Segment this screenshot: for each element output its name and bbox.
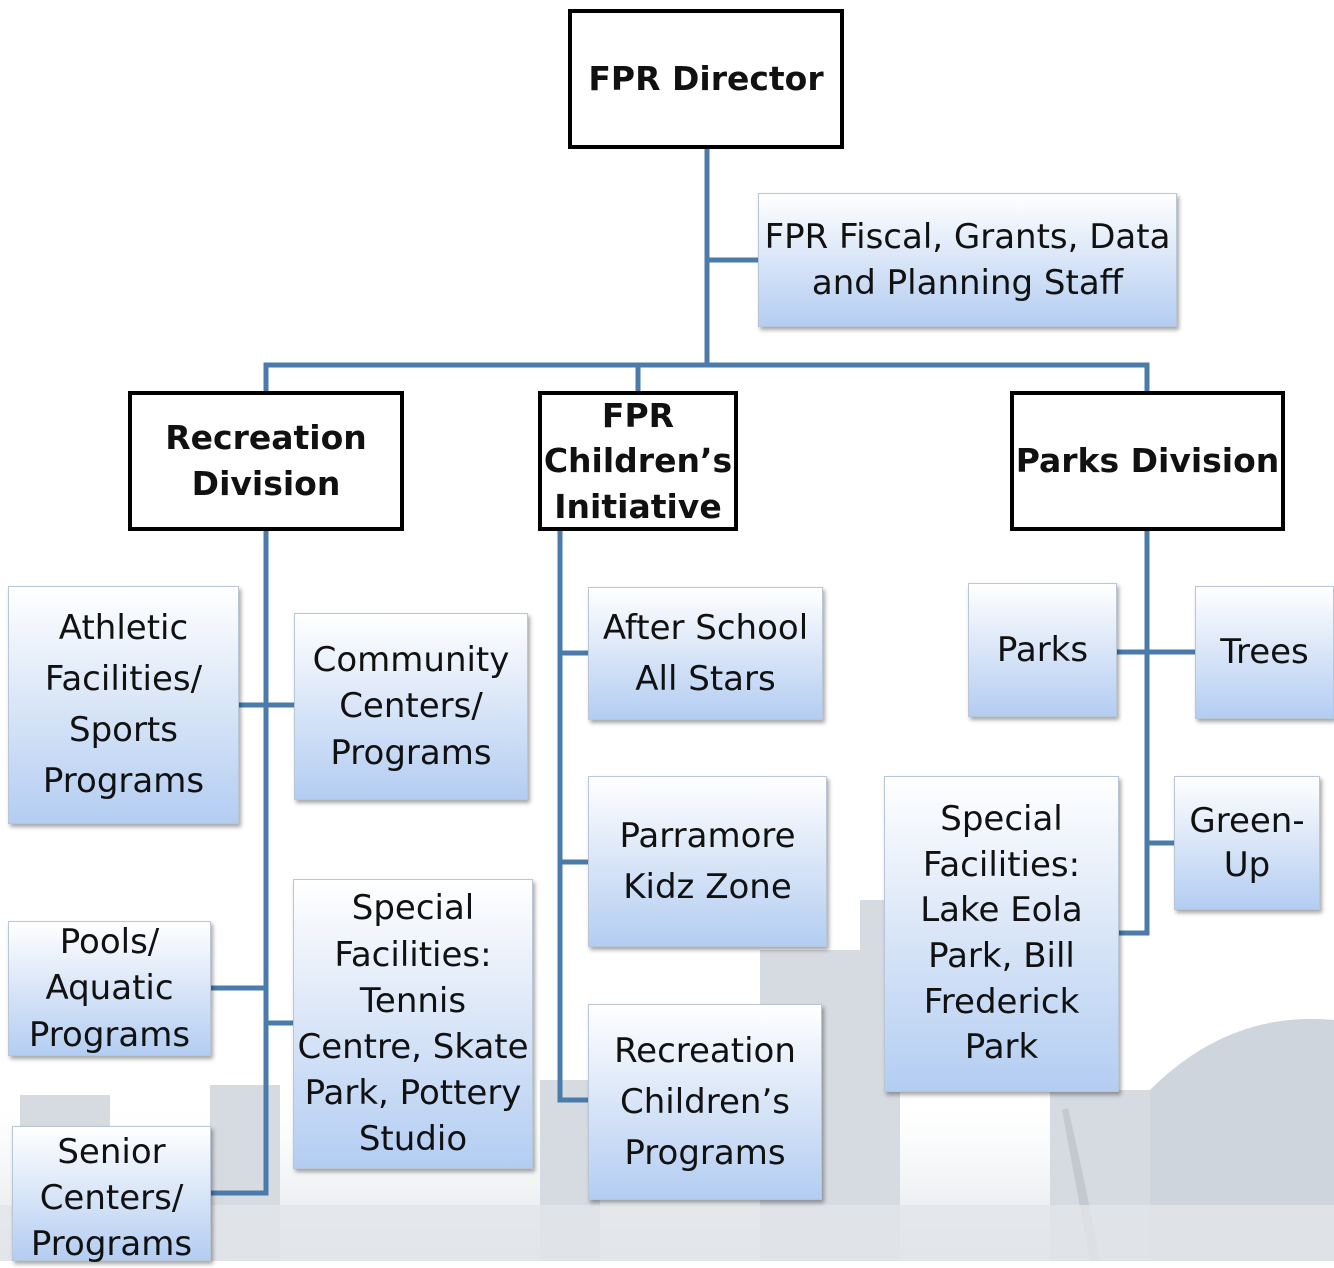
recreation-division-label: Recreation Division xyxy=(165,418,367,503)
green-up-label: Green- Up xyxy=(1189,800,1305,885)
green-up-box: Green- Up xyxy=(1174,776,1320,910)
trees-box: Trees xyxy=(1195,586,1334,719)
community-centers-box: Community Centers/ Programs xyxy=(294,613,528,800)
fiscal-staff-box: FPR Fiscal, Grants, Data and Planning St… xyxy=(758,193,1177,327)
athletic-facilities-label: Athletic Facilities/ Sports Programs xyxy=(42,608,205,801)
pools-aquatic-label: Pools/ Aquatic Programs xyxy=(28,922,191,1055)
special-facilities-recreation-label: Special Facilities: Tennis Centre, Skate… xyxy=(297,888,529,1160)
director-box: FPR Director xyxy=(568,9,844,149)
fiscal-staff-label: FPR Fiscal, Grants, Data and Planning St… xyxy=(764,216,1171,303)
pools-aquatic-box: Pools/ Aquatic Programs xyxy=(8,921,211,1056)
recreation-childrens-programs-box: Recreation Children’s Programs xyxy=(588,1004,822,1200)
director-label: FPR Director xyxy=(588,59,824,99)
trees-label: Trees xyxy=(1220,632,1309,673)
community-centers-label: Community Centers/ Programs xyxy=(312,640,510,773)
senior-centers-box: Senior Centers/ Programs xyxy=(12,1126,211,1264)
parks-box: Parks xyxy=(968,583,1117,717)
parks-label: Parks xyxy=(996,629,1089,670)
childrens-initiative-label: FPR Children’s Initiative xyxy=(543,395,733,526)
special-facilities-recreation-box: Special Facilities: Tennis Centre, Skate… xyxy=(293,879,533,1169)
parks-division-label: Parks Division xyxy=(1015,441,1280,481)
athletic-facilities-box: Athletic Facilities/ Sports Programs xyxy=(8,586,239,824)
parks-division-box: Parks Division xyxy=(1010,391,1285,531)
recreation-childrens-programs-label: Recreation Children’s Programs xyxy=(614,1030,796,1173)
special-facilities-parks-label: Special Facilities: Lake Eola Park, Bill… xyxy=(920,799,1083,1068)
parramore-kidz-zone-label: Parramore Kidz Zone xyxy=(619,815,796,907)
parramore-kidz-zone-box: Parramore Kidz Zone xyxy=(588,776,827,947)
childrens-initiative-box: FPR Children’s Initiative xyxy=(538,391,738,531)
recreation-division-box: Recreation Division xyxy=(128,391,404,531)
after-school-all-stars-box: After School All Stars xyxy=(588,587,823,720)
special-facilities-parks-box: Special Facilities: Lake Eola Park, Bill… xyxy=(884,776,1119,1092)
senior-centers-label: Senior Centers/ Programs xyxy=(30,1132,193,1265)
after-school-all-stars-label: After School All Stars xyxy=(602,607,809,699)
